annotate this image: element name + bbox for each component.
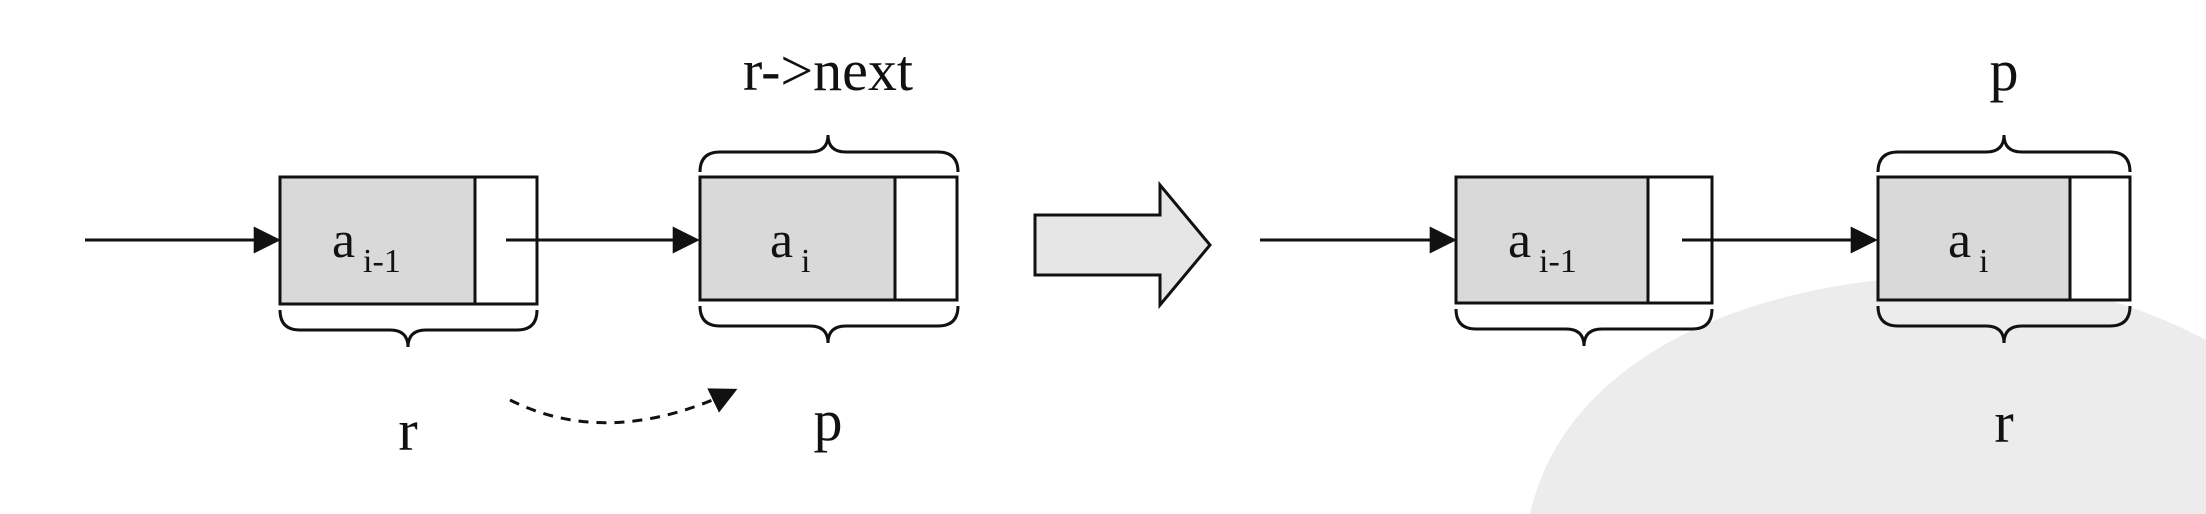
top-brace-node2 (1876, 134, 2132, 173)
node-a-i: a i (1876, 175, 2132, 302)
label-p: p (1990, 38, 2019, 103)
node-symbol: a (332, 212, 355, 269)
top-brace-node2 (698, 134, 960, 173)
node-symbol: a (770, 212, 793, 269)
watermark (1530, 276, 2206, 514)
bottom-brace-node2 (698, 305, 960, 344)
node-symbol: a (1948, 212, 1971, 269)
bottom-brace-node1 (1454, 308, 1714, 347)
node-a-i: a i (698, 175, 959, 302)
label-p: p (814, 388, 843, 453)
node-subscript: i (801, 243, 810, 280)
node-subscript: i-1 (1539, 243, 1577, 280)
node-a-i-minus-1: a i-1 (1454, 175, 1714, 305)
before-state: a i-1 a i r->next r p (85, 38, 960, 463)
transition-arrow (1033, 180, 1212, 310)
after-state: a i-1 a i p r (1260, 38, 2132, 455)
bottom-brace-node2 (1876, 305, 2132, 344)
node-subscript: i (1979, 243, 1988, 280)
label-r: r (398, 398, 417, 463)
label-r-next: r->next (743, 38, 913, 103)
label-r: r (1994, 390, 2013, 455)
node-symbol: a (1508, 212, 1531, 269)
dashed-move-arrow (509, 388, 738, 425)
node-subscript: i-1 (363, 243, 401, 280)
node-a-i-minus-1: a i-1 (278, 175, 539, 306)
bottom-brace-node1 (278, 309, 539, 348)
